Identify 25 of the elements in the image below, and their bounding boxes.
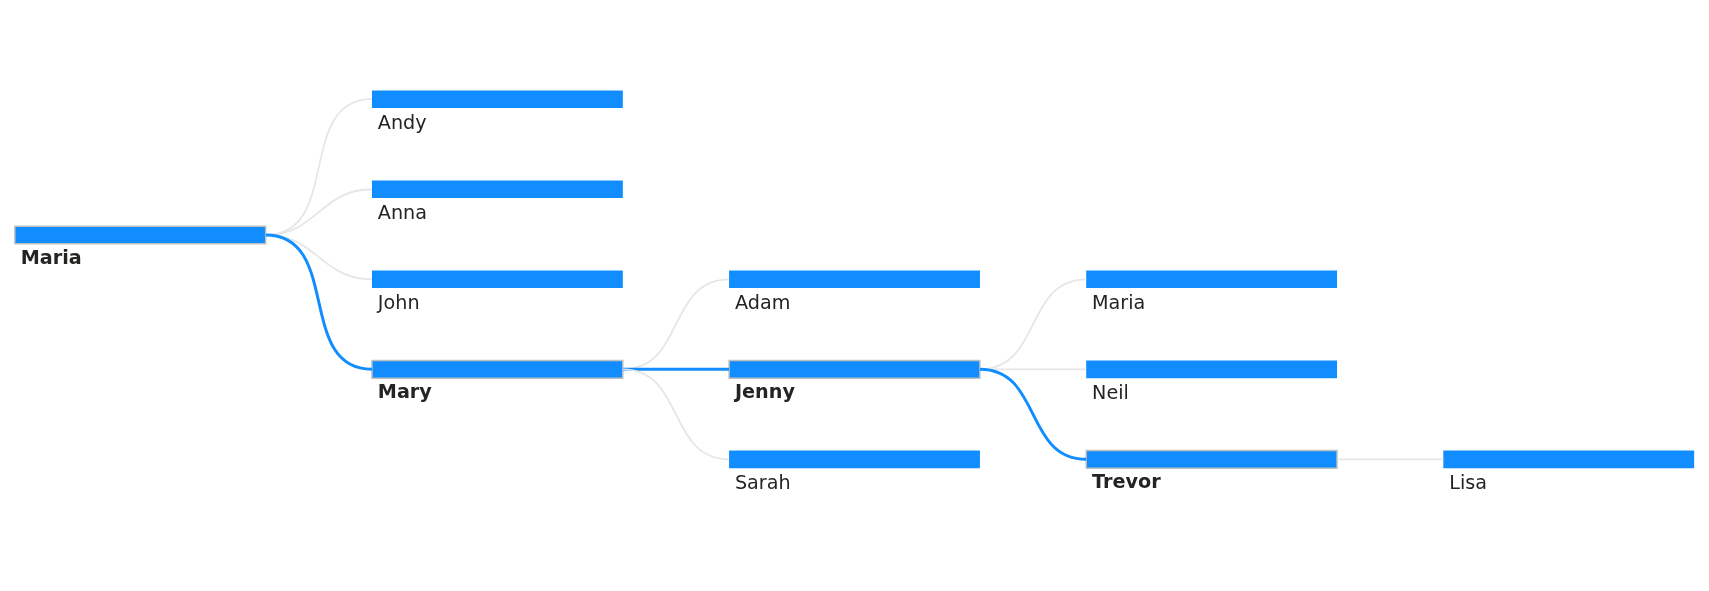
connector xyxy=(979,367,1087,461)
node-box xyxy=(371,90,623,109)
node-box xyxy=(1443,450,1695,469)
node-label: Maria xyxy=(20,245,82,269)
connector xyxy=(621,368,730,461)
node-label: Adam xyxy=(734,291,791,315)
node-label: Andy xyxy=(377,111,427,135)
node-box xyxy=(1086,360,1338,379)
node-box xyxy=(729,270,980,289)
node-label: Sarah xyxy=(734,471,791,495)
node-label: Anna xyxy=(377,201,428,225)
node-label: Neil xyxy=(1092,381,1129,405)
connector xyxy=(265,233,373,371)
connector xyxy=(622,367,730,371)
node-box xyxy=(1086,270,1338,289)
node-label: Maria xyxy=(1092,291,1146,315)
node-box xyxy=(729,450,980,469)
node-label: Trevor xyxy=(1092,469,1161,493)
node-box xyxy=(371,180,623,199)
connector xyxy=(621,278,730,371)
node-label: John xyxy=(377,291,420,315)
node-label: Lisa xyxy=(1449,471,1487,495)
node-label: Jenny xyxy=(734,379,795,403)
node-box xyxy=(371,270,623,289)
node-label: Mary xyxy=(377,379,432,403)
